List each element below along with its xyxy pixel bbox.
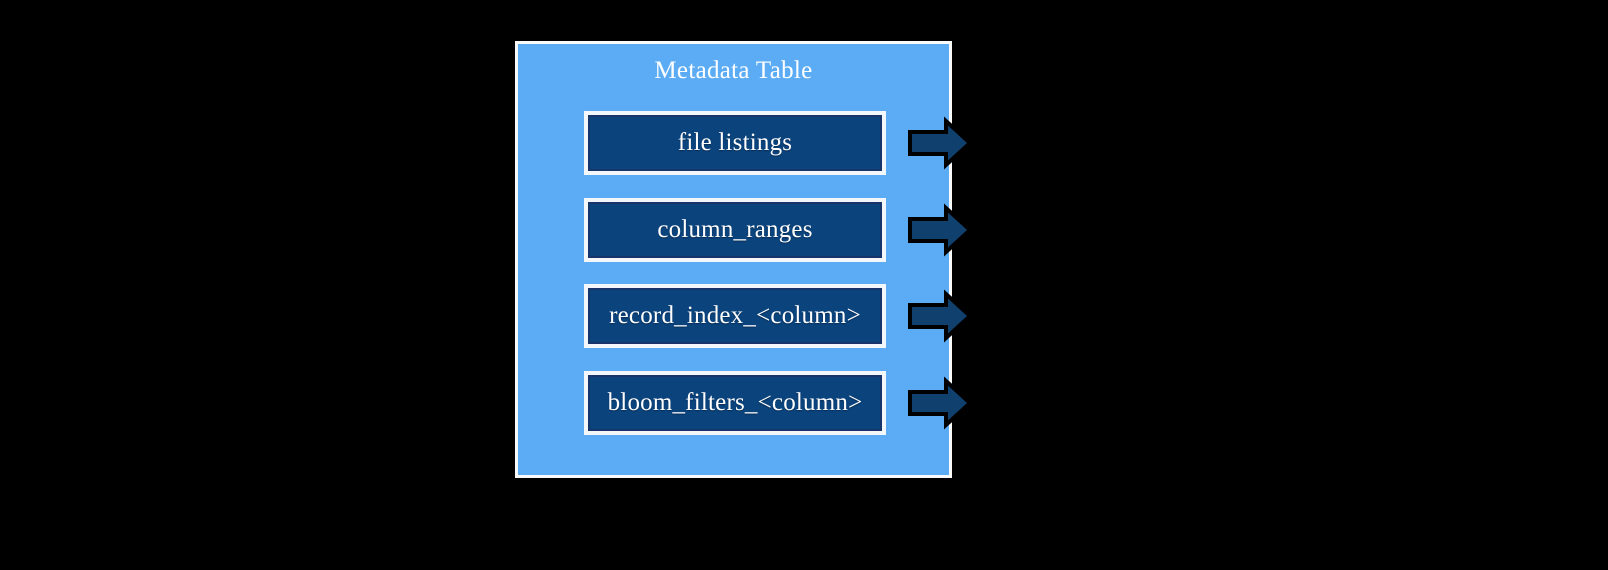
right-arrow-icon <box>908 289 973 343</box>
right-arrow-icon <box>908 203 973 257</box>
row-box[interactable]: bloom_filters_<column> <box>584 371 886 435</box>
metadata-row[interactable]: column_ranges <box>584 198 886 262</box>
metadata-row[interactable]: file listings <box>584 111 886 175</box>
row-box[interactable]: file listings <box>584 111 886 175</box>
right-arrow-icon <box>908 376 973 430</box>
metadata-row[interactable]: bloom_filters_<column> <box>584 371 886 435</box>
right-arrow-icon <box>908 116 973 170</box>
row-label: file listings <box>677 129 793 156</box>
row-box[interactable]: record_index_<column> <box>584 284 886 348</box>
row-label: column_ranges <box>657 216 813 243</box>
row-box[interactable]: column_ranges <box>584 198 886 262</box>
row-label: bloom_filters_<column> <box>607 389 863 416</box>
metadata-row[interactable]: record_index_<column> <box>584 284 886 348</box>
panel-title: Metadata Table <box>654 57 813 84</box>
metadata-row-list: file listings column_ranges record_index… <box>518 44 949 475</box>
metadata-table-panel: Metadata Table file listings column_rang… <box>515 41 973 478</box>
row-label: record_index_<column> <box>609 302 861 329</box>
